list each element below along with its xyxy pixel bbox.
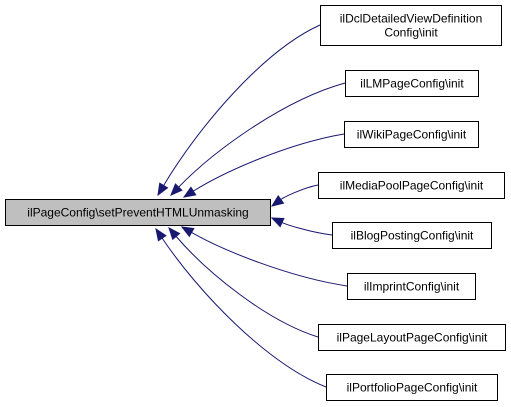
node-label: ilMediaPoolPageConfig\init [340, 179, 484, 193]
arrowhead-c6 [168, 226, 181, 241]
node-box [326, 374, 498, 401]
arrowhead-c1 [170, 183, 183, 196]
node-label: ilImprintConfig\init [364, 280, 460, 294]
edge-c5-to-root [191, 232, 348, 287]
node-label: ilLMPageConfig\init [360, 77, 464, 91]
node-label: ilPageConfig\setPreventHTMLUnmasking [27, 206, 248, 220]
edge-c7-to-root [161, 237, 327, 388]
edge-c2-to-root [193, 133, 345, 192]
arrowhead-c0 [157, 182, 169, 197]
node-box [318, 172, 505, 199]
node-illmpageconfig-init[interactable]: ilLMPageConfig\init [345, 70, 479, 97]
node-box [5, 199, 271, 226]
node-label: ilPortfolioPageConfig\init [347, 381, 478, 395]
node-box [347, 273, 476, 300]
node-box [344, 121, 479, 148]
node-label: ilBlogPostingConfig\init [351, 229, 474, 243]
node-ilportfoliopageconfig-init[interactable]: ilPortfolioPageConfig\init [326, 374, 498, 401]
node-ilblogpostingconfig-init[interactable]: ilBlogPostingConfig\init [332, 222, 492, 249]
node-label: ilWikiPageConfig\init [357, 128, 467, 142]
edge-c4-to-root [281, 222, 333, 236]
node-ilpageconfig-setpreventhtmlunmasking[interactable]: ilPageConfig\setPreventHTMLUnmasking [5, 199, 271, 226]
arrowhead-c3 [270, 194, 285, 207]
edges-layer [155, 24, 348, 388]
edge-c0-to-root [163, 24, 321, 186]
arrowhead-c4 [270, 217, 285, 228]
node-ilimprintconfig-init[interactable]: ilImprintConfig\init [347, 273, 476, 300]
node-ilpagelayoutpageconfig-init[interactable]: ilPageLayoutPageConfig\init [318, 324, 506, 351]
edge-c3-to-root [280, 184, 319, 200]
arrowhead-c2 [182, 186, 197, 198]
node-box [320, 5, 502, 46]
edge-c6-to-root [175, 236, 319, 338]
node-box [332, 222, 492, 249]
arrowhead-c7 [155, 227, 167, 242]
node-label: Config\init [384, 26, 438, 40]
node-box [345, 70, 479, 97]
node-box [318, 324, 506, 351]
arrowhead-c5 [180, 226, 195, 238]
node-label: ilDclDetailedViewDefinition [340, 12, 483, 26]
node-label: ilPageLayoutPageConfig\init [337, 331, 488, 345]
edge-c1-to-root [178, 82, 346, 188]
node-ilmediapoolpageconfig-init[interactable]: ilMediaPoolPageConfig\init [318, 172, 505, 199]
nodes-layer: ilPageConfig\setPreventHTMLUnmasking ilDc… [5, 5, 506, 401]
node-ilwikipageconfig-init[interactable]: ilWikiPageConfig\init [344, 121, 479, 148]
